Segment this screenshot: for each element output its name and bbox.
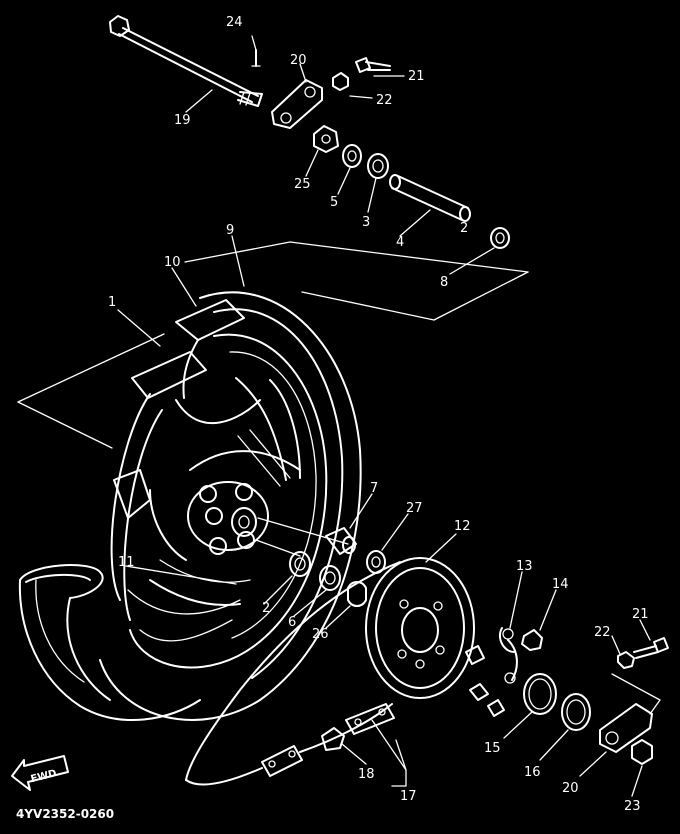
sprocket-nut-14 — [521, 629, 543, 651]
chain-puller-lower — [599, 703, 653, 753]
callout-11: 11 — [118, 555, 135, 570]
bearing-6 — [319, 565, 341, 591]
sprocket-bolts — [465, 645, 505, 717]
callout-4: 4 — [396, 235, 404, 250]
callout-6: 6 — [288, 615, 296, 630]
oil-seal-8 — [490, 227, 510, 249]
callout-20-upper: 20 — [290, 53, 307, 68]
callout-21-lower: 21 — [632, 607, 649, 622]
axle-nut-23 — [631, 739, 653, 765]
nut-lower — [617, 651, 635, 669]
callout-26: 26 — [312, 627, 329, 642]
axle-nut — [313, 125, 339, 153]
wheel-hub-spokes — [113, 351, 301, 606]
callout-10: 10 — [164, 255, 181, 270]
fwd-direction-arrow: FWD — [11, 755, 69, 791]
circlip-15 — [523, 673, 557, 715]
callout-23: 23 — [624, 799, 641, 814]
callout-27: 27 — [406, 501, 423, 516]
lower-outline — [611, 673, 661, 715]
callout-9: 9 — [226, 223, 234, 238]
callout-17: 17 — [400, 789, 417, 804]
bearing-2 — [289, 551, 311, 577]
leader-lines — [117, 35, 651, 797]
callout-25: 25 — [294, 177, 311, 192]
chain-puller-upper — [271, 79, 323, 129]
callout-15: 15 — [484, 741, 501, 756]
rim-band — [175, 299, 245, 399]
part-code: 4YV2352-0260 — [16, 807, 114, 821]
callout-19: 19 — [174, 113, 191, 128]
callout-13: 13 — [516, 559, 533, 574]
callout-22-lower: 22 — [594, 625, 611, 640]
rear-sprocket — [365, 557, 475, 699]
adjusting-bolt-upper — [355, 57, 391, 73]
spacer-4 — [389, 174, 471, 222]
callout-12: 12 — [454, 519, 471, 534]
chain-clip-18 — [321, 727, 345, 751]
inner-tube — [18, 564, 201, 722]
cotter-pin — [251, 49, 261, 67]
fwd-label: FWD — [30, 768, 58, 785]
nut-upper — [332, 72, 349, 91]
assembly-outline — [17, 241, 529, 449]
oil-seal-16 — [561, 693, 591, 731]
callout-22-upper: 22 — [376, 93, 393, 108]
callout-1: 1 — [108, 295, 116, 310]
collar-5 — [342, 144, 362, 168]
callout-16: 16 — [524, 765, 541, 780]
callout-2-spacer: 2 — [460, 221, 468, 236]
callout-8: 8 — [440, 275, 448, 290]
drive-chain — [185, 561, 401, 786]
rear-wheel-tire — [99, 291, 362, 721]
callout-labels: 1 2 2 3 4 5 6 7 8 9 10 11 12 13 14 15 16… — [108, 15, 649, 814]
callout-2: 2 — [262, 601, 270, 616]
callout-20-lower: 20 — [562, 781, 579, 796]
callout-21-upper: 21 — [408, 69, 425, 84]
callout-7: 7 — [370, 481, 378, 496]
callout-5: 5 — [330, 195, 338, 210]
sprocket-hub — [187, 481, 269, 555]
adjusting-bolt-lower — [633, 637, 669, 659]
collar-26 — [347, 581, 367, 607]
callout-3: 3 — [362, 215, 370, 230]
callout-24: 24 — [226, 15, 243, 30]
chain-joint — [261, 703, 395, 777]
callout-14: 14 — [552, 577, 569, 592]
lock-washer-13 — [498, 627, 518, 684]
callout-18: 18 — [358, 767, 375, 782]
rear-axle — [109, 15, 263, 107]
bearing-3 — [367, 153, 389, 179]
collar-7 — [325, 527, 357, 555]
center-axis-line — [255, 517, 349, 557]
